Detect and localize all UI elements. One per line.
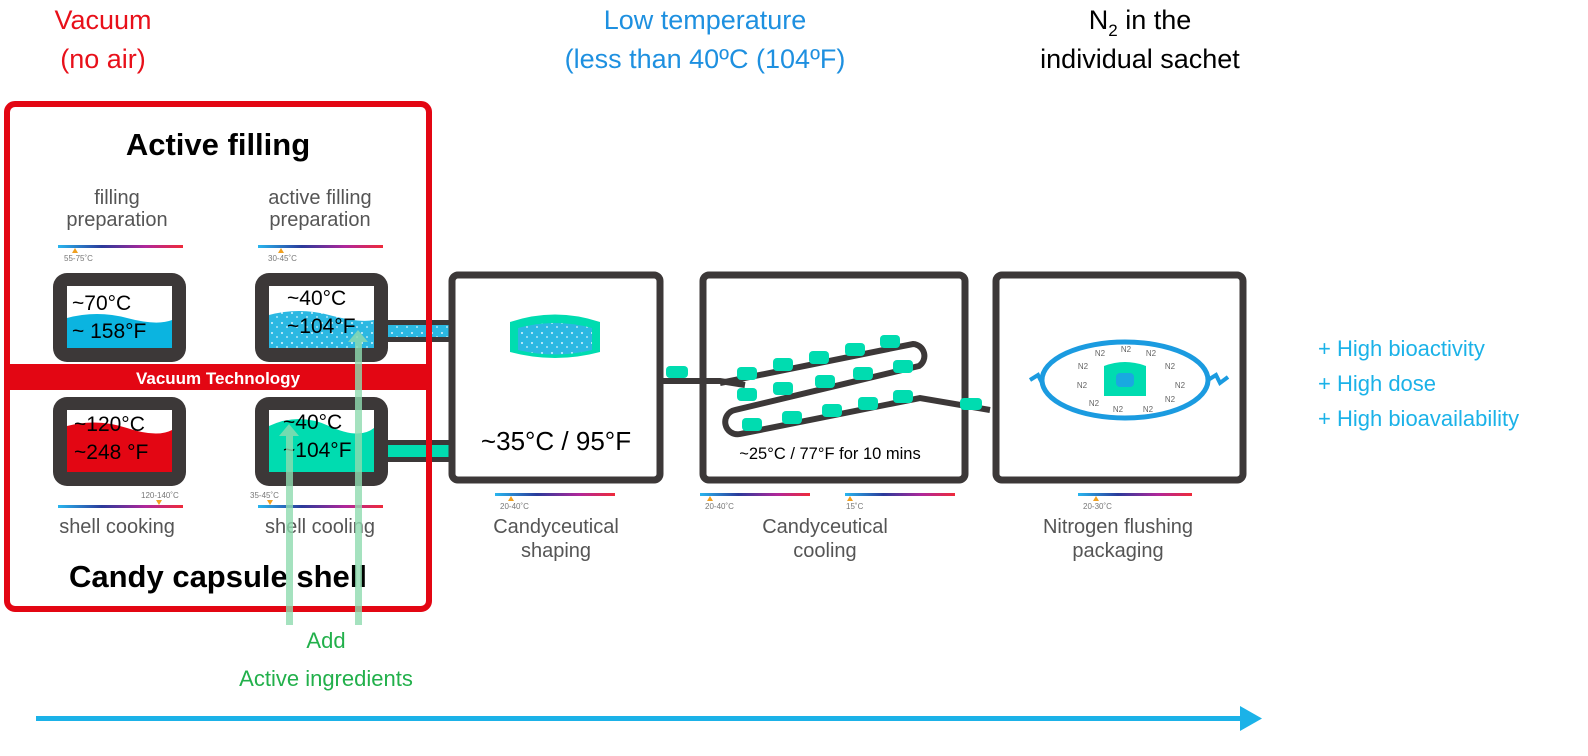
active-ingredients-label: Active ingredients — [239, 666, 413, 691]
add-ingredients-arrows — [279, 330, 368, 625]
header-vacuum: Vacuum (no air) — [54, 5, 151, 74]
stage-label: filling — [94, 187, 140, 209]
svg-text:~70°C: ~70°C — [72, 292, 131, 315]
svg-text:N2: N2 — [1078, 362, 1089, 371]
header-vacuum-line1: Vacuum — [54, 5, 151, 35]
candy-piece — [666, 366, 688, 378]
svg-text:35-45˚C: 35-45˚C — [250, 491, 279, 500]
svg-text:N2: N2 — [1077, 381, 1088, 390]
stage-label: active filling — [268, 187, 371, 209]
tank-shell-cooking: ~120°C ~248 °F — [53, 397, 186, 486]
svg-text:N2: N2 — [1165, 362, 1176, 371]
shaping-temp: ~35°C / 95°F — [481, 426, 631, 456]
process-flow-arrow — [36, 706, 1262, 731]
header-low-temperature: Low temperature (less than 40ºC (104ºF) — [565, 5, 846, 74]
header-low-temp-line1: Low temperature — [604, 5, 807, 35]
svg-text:20-40˚C: 20-40˚C — [705, 502, 734, 511]
active-filling-title: Active filling — [126, 127, 310, 162]
svg-text:120-140˚C: 120-140˚C — [141, 491, 179, 500]
cooling-temp: ~25°C / 77°F for 10 mins — [739, 445, 920, 463]
stage-label: preparation — [66, 209, 167, 231]
tank-shell-cooling: ~40°C ~104°F — [255, 397, 388, 486]
header-nitrogen-line1: N2 in the — [1089, 5, 1192, 40]
shaping-label: Candyceutical — [493, 516, 619, 538]
svg-text:~ 158°F: ~ 158°F — [72, 320, 146, 343]
svg-text:N2: N2 — [1121, 345, 1132, 354]
svg-text:55-75˚C: 55-75˚C — [64, 254, 93, 263]
candy-capsule-shell-title: Candy capsule shell — [69, 559, 367, 594]
svg-text:~248 °F: ~248 °F — [74, 441, 148, 464]
temperature-scale: 15˚C — [845, 493, 955, 511]
svg-text:~40°C: ~40°C — [287, 287, 346, 310]
svg-text:N2: N2 — [1165, 395, 1176, 404]
pipe-filling-fluid — [386, 325, 450, 337]
header-low-temp-line2: (less than 40ºC (104ºF) — [565, 44, 846, 74]
benefit-item: + High dose — [1318, 371, 1436, 396]
svg-text:20-40˚C: 20-40˚C — [500, 502, 529, 511]
shaping-station: ~35°C / 95°F — [448, 271, 664, 484]
cooling-label: cooling — [793, 540, 856, 562]
svg-text:N2: N2 — [1113, 405, 1124, 414]
temperature-scale: 35-45˚C — [250, 491, 383, 508]
stage-label: shell cooking — [59, 516, 175, 538]
cooling-label: Candyceutical — [762, 516, 888, 538]
header-vacuum-line2: (no air) — [60, 44, 146, 74]
svg-text:~120°C: ~120°C — [74, 413, 145, 436]
stage-label: preparation — [269, 209, 370, 231]
vacuum-technology-label: Vacuum Technology — [136, 369, 301, 388]
header-nitrogen-line2: individual sachet — [1040, 44, 1240, 74]
temperature-scale: 30-45˚C — [258, 245, 383, 263]
svg-text:15˚C: 15˚C — [846, 502, 864, 511]
packaging-label: packaging — [1072, 540, 1163, 562]
svg-text:N2: N2 — [1095, 349, 1106, 358]
benefits-list: + High bioactivity + High dose + High bi… — [1318, 336, 1519, 431]
svg-text:N2: N2 — [1175, 381, 1186, 390]
svg-text:~104°F: ~104°F — [287, 315, 356, 338]
shaping-label: shaping — [521, 540, 591, 562]
tank-active-filling-preparation: ~40°C ~104°F — [255, 273, 388, 362]
tank-filling-preparation: ~70°C ~ 158°F — [53, 273, 186, 362]
benefit-item: + High bioactivity — [1318, 336, 1485, 361]
svg-text:~104°F: ~104°F — [283, 439, 352, 462]
add-label: Add — [306, 628, 345, 653]
temperature-scale: 20-40˚C — [700, 493, 810, 511]
temperature-scale: 55-75˚C — [58, 245, 183, 263]
packaging-label: Nitrogen flushing — [1043, 516, 1193, 538]
header-nitrogen: N2 in the individual sachet — [1040, 5, 1240, 74]
vacuum-box — [4, 101, 432, 612]
svg-text:N2: N2 — [1146, 349, 1157, 358]
pipe-shell-fluid — [386, 445, 450, 457]
benefit-item: + High bioavailability — [1318, 406, 1519, 431]
cooling-station: ~25°C / 77°F for 10 mins — [699, 271, 991, 484]
temperature-scale: 120-140˚C — [58, 491, 183, 508]
svg-text:N2: N2 — [1089, 399, 1100, 408]
temperature-scale: 20-30˚C — [1078, 493, 1192, 511]
svg-text:N2: N2 — [1143, 405, 1154, 414]
temperature-scale: 20-40˚C — [495, 493, 615, 511]
svg-text:20-30˚C: 20-30˚C — [1083, 502, 1112, 511]
svg-text:~40°C: ~40°C — [283, 411, 342, 434]
svg-text:30-45˚C: 30-45˚C — [268, 254, 297, 263]
